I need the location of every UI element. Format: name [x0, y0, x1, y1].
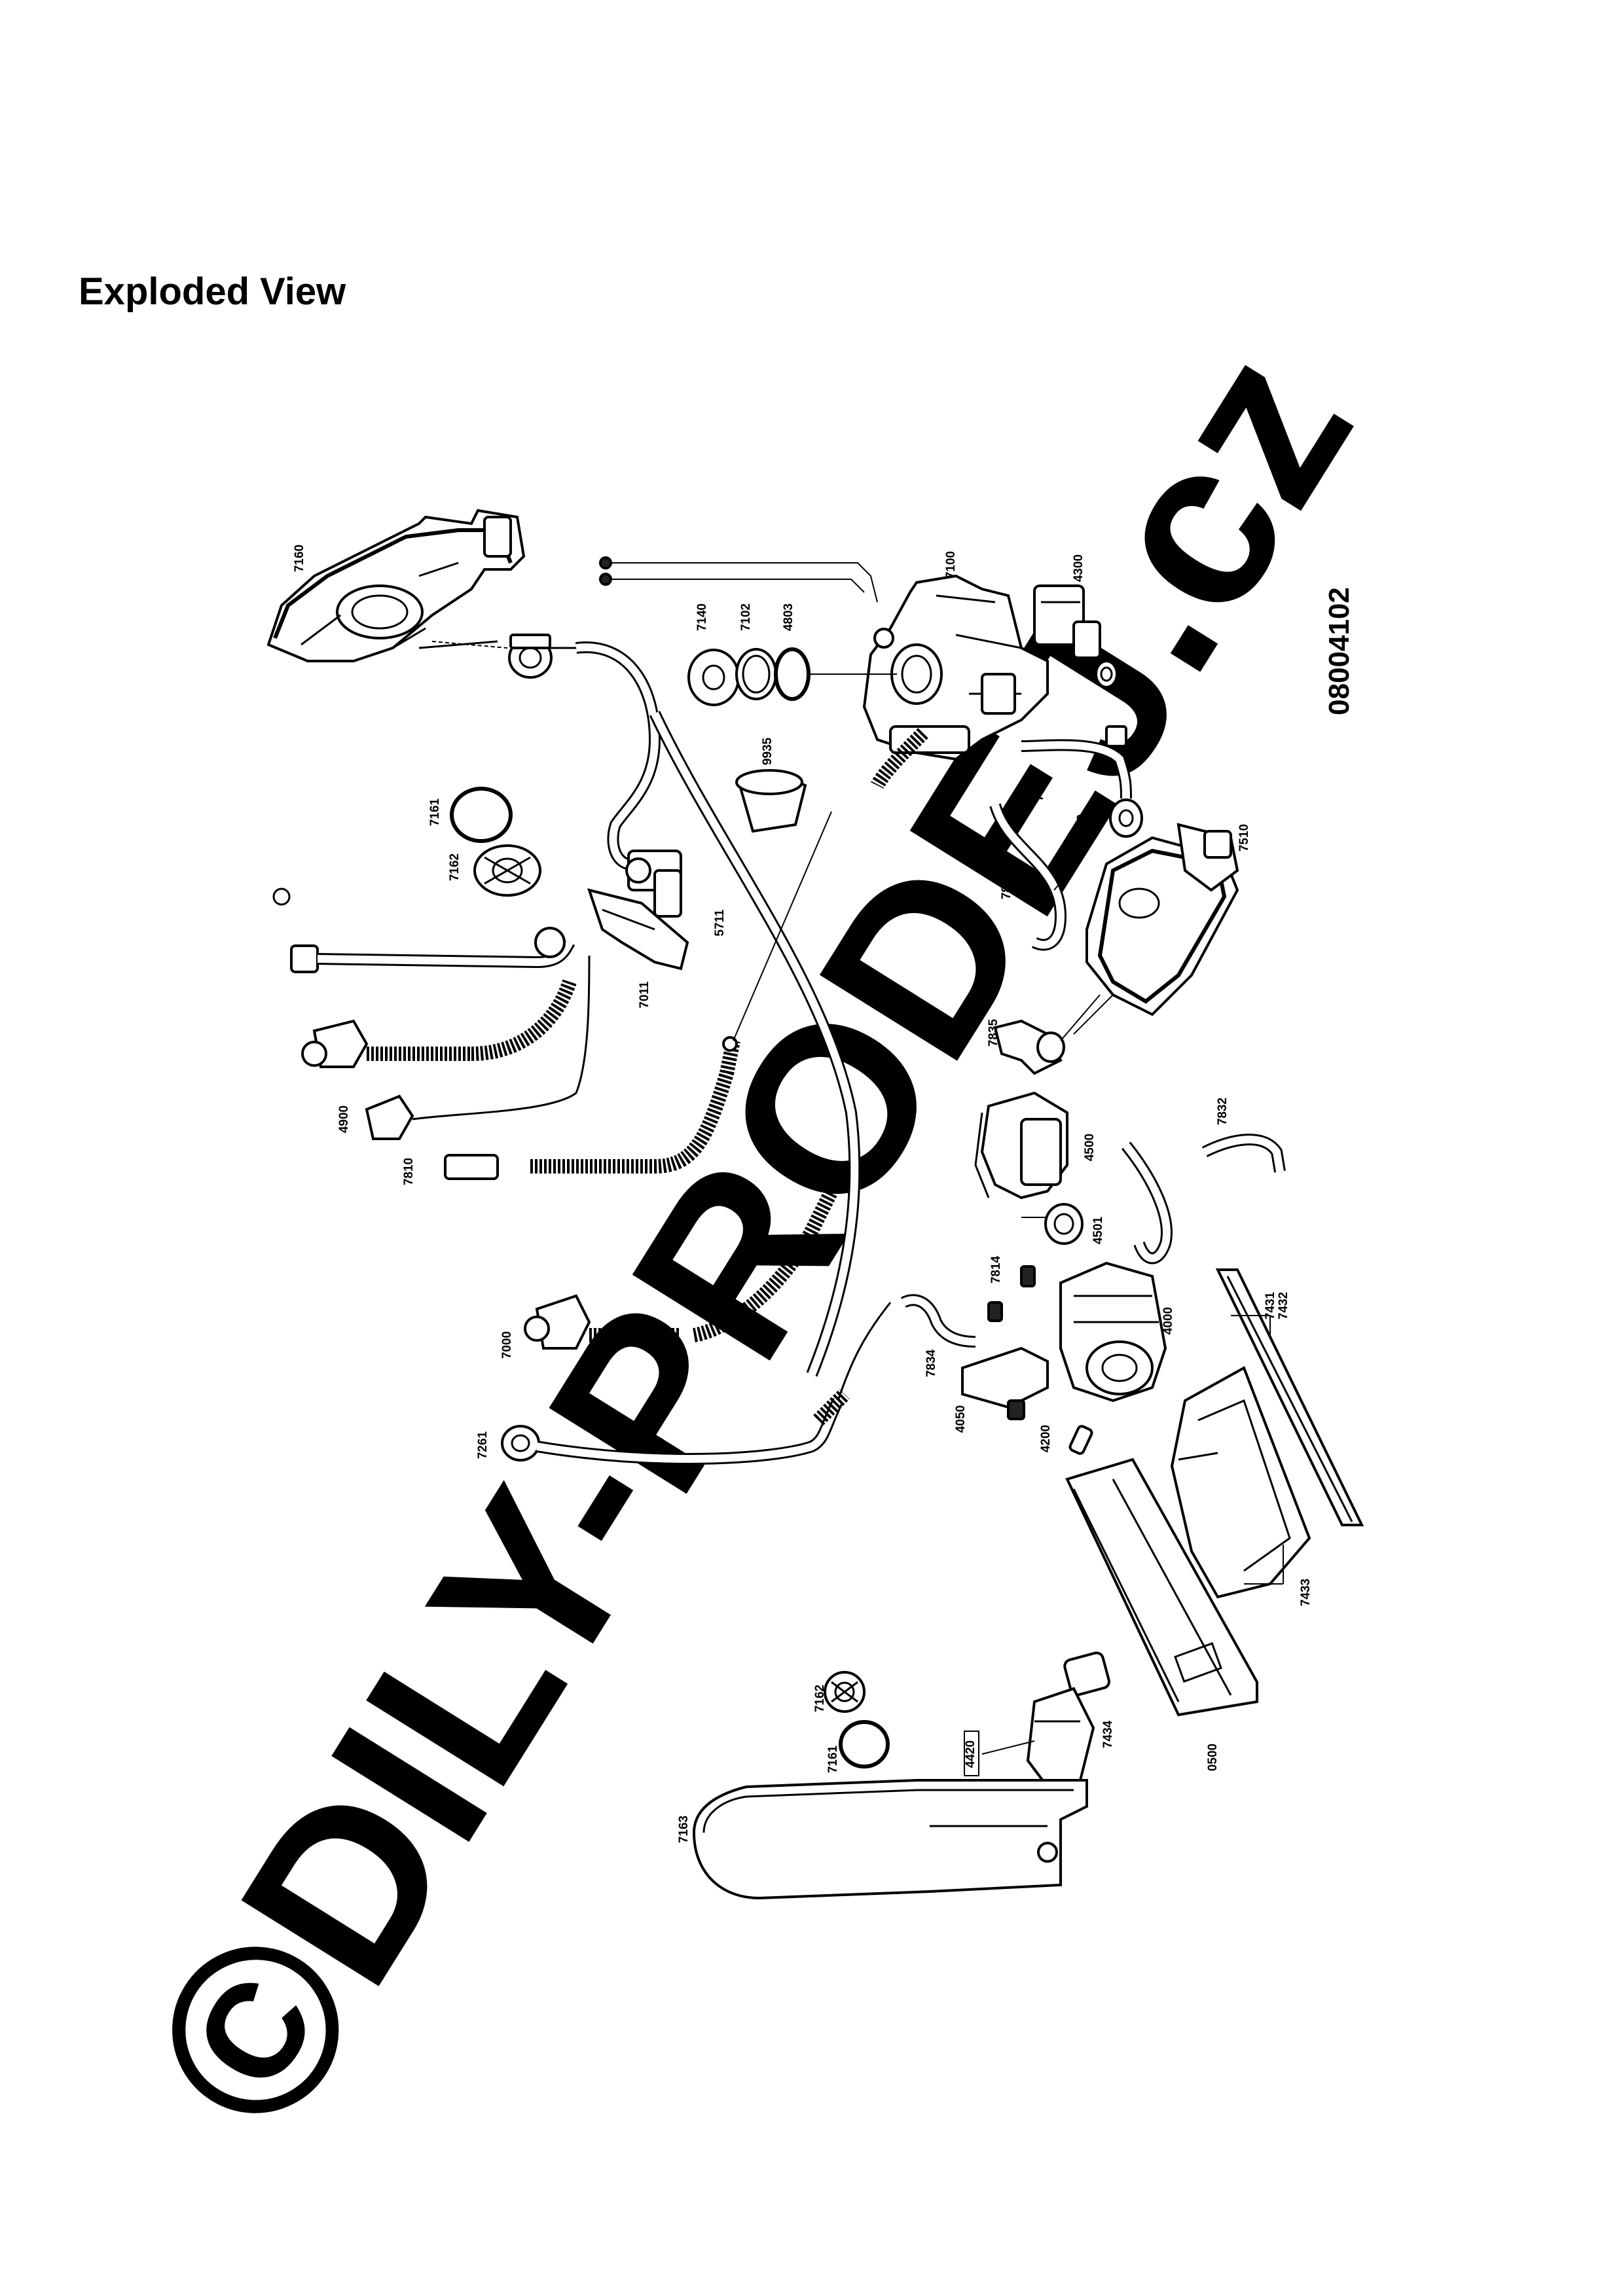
part-labels: 7160 7100 4300 7140 7102 4803 7813 9935 …: [293, 545, 1313, 1843]
label-7431: 7431: [1264, 1291, 1277, 1319]
label-7433: 7433: [1299, 1579, 1313, 1606]
label-7261: 7261: [476, 1431, 490, 1459]
part-7810: [444, 1036, 740, 1180]
label-7833: 7833: [1032, 774, 1046, 801]
part-7814: [987, 1265, 1036, 1322]
label-4420-box: [964, 1731, 979, 1776]
label-9935: 9935: [761, 737, 775, 765]
label-4501: 4501: [1091, 1216, 1105, 1244]
part-4200: [1068, 1425, 1093, 1455]
part-7431-7432-rail: [1215, 1268, 1364, 1526]
label-7161-lower: 7161: [826, 1745, 840, 1773]
page-title: Exploded View: [79, 270, 346, 313]
part-7102: [735, 648, 777, 700]
part-4501: [1044, 1203, 1084, 1245]
label-7810: 7810: [402, 1158, 416, 1185]
label-7162-upper: 7162: [448, 853, 462, 881]
label-4803: 4803: [782, 603, 795, 631]
label-4900: 4900: [337, 1105, 351, 1133]
label-7102: 7102: [739, 603, 753, 631]
part-7161-lower: [839, 1720, 890, 1768]
label-7162-lower: 7162: [813, 1685, 827, 1712]
label-4420: 4420: [964, 1740, 977, 1768]
label-4050: 4050: [954, 1405, 968, 1433]
part-7162-lower: [824, 1671, 866, 1713]
document-number: 08004102: [1323, 587, 1355, 715]
label-7832: 7832: [1216, 1098, 1230, 1125]
part-7261: [501, 1389, 850, 1465]
part-7162-upper: [473, 844, 541, 897]
part-7835: [993, 1019, 1065, 1075]
label-7835: 7835: [987, 1018, 1000, 1047]
part-7000: [524, 1188, 838, 1350]
label-5711: 5711: [713, 909, 727, 937]
part-7100-sump: [862, 574, 1049, 761]
label-7510: 7510: [1237, 824, 1251, 852]
label-7140: 7140: [695, 603, 709, 631]
label-5830: 5830: [1075, 814, 1089, 842]
part-4420: [1026, 1687, 1095, 1789]
part-4900: [365, 955, 591, 1140]
label-7814: 7814: [989, 1255, 1003, 1283]
part-4803: [774, 647, 811, 701]
label-7434: 7434: [1101, 1720, 1115, 1748]
label-7163: 7163: [677, 1816, 691, 1843]
label-7100: 7100: [944, 551, 958, 579]
part-5830: [1109, 798, 1143, 838]
label-7000: 7000: [500, 1331, 514, 1359]
inlet-hose-straight: [290, 927, 575, 973]
part-0500: [1065, 1458, 1258, 1717]
part-7160-frame: [266, 509, 526, 662]
label-7813: 7813: [1127, 671, 1141, 698]
label-7011: 7011: [638, 981, 651, 1009]
part-7163: [692, 1779, 1088, 1900]
part-4000: [1059, 1261, 1167, 1403]
part-9935: [735, 769, 807, 833]
part-7510: [1085, 823, 1239, 1016]
label-7834: 7834: [924, 1349, 938, 1377]
part-7434: [1063, 1651, 1110, 1696]
part-7140: [687, 649, 740, 706]
label-4000: 4000: [1161, 1307, 1175, 1335]
label-4300: 4300: [1072, 554, 1085, 582]
label-4200: 4200: [1039, 1425, 1053, 1452]
part-float-valve: [431, 634, 576, 679]
label-7161-upper: 7161: [428, 798, 442, 826]
part-7433: [1170, 1366, 1311, 1599]
part-4500: [974, 1091, 1068, 1200]
inlet-hose-corrugated: [301, 979, 577, 1068]
part-4300: [1033, 584, 1101, 659]
part-4050: [961, 1346, 1049, 1420]
label-7432: 7432: [1277, 1292, 1290, 1319]
label-4500: 4500: [1083, 1134, 1097, 1161]
label-0500: 0500: [1206, 1744, 1220, 1771]
part-7813: [1095, 660, 1118, 689]
label-7831: 7831: [1000, 871, 1013, 899]
part-5711: [625, 850, 682, 918]
part-7161-upper: [450, 787, 513, 843]
part-7011: [587, 888, 689, 971]
label-7160: 7160: [293, 545, 306, 572]
